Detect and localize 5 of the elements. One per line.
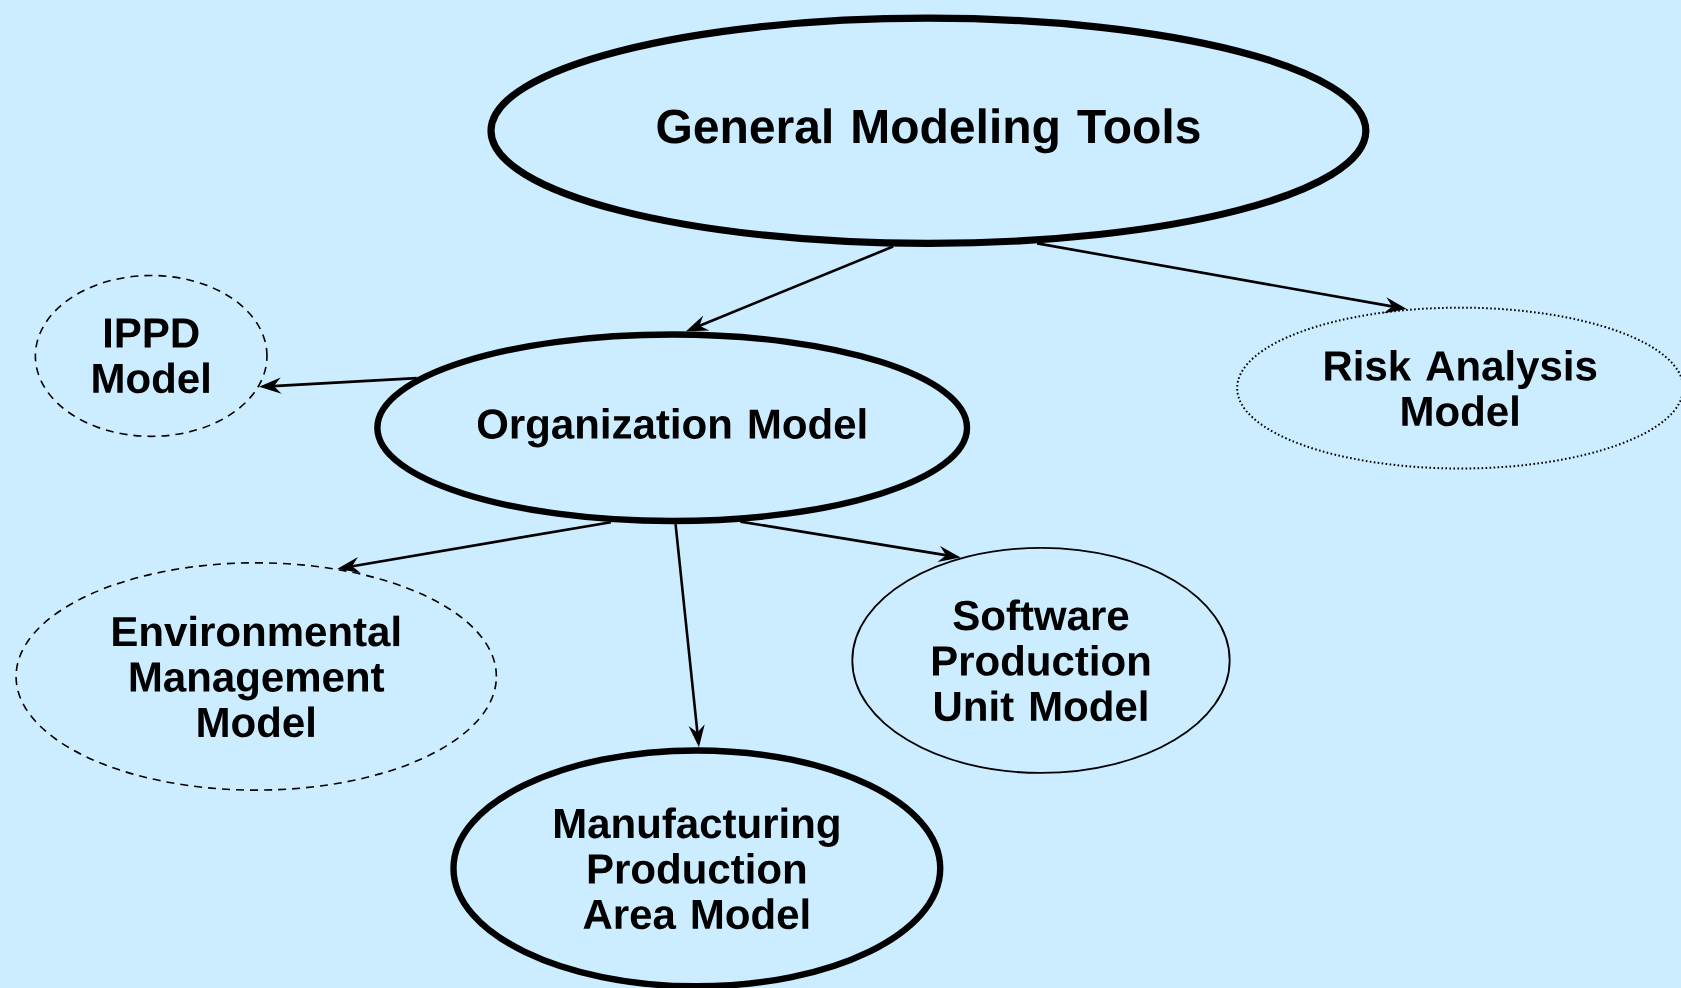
oval-node: IPPD Model [34,274,268,437]
oval-node: Software Production Unit Model [851,546,1231,774]
oval-node: Environmental Management Model [15,561,498,791]
oval-node: General Modeling Tools [487,14,1370,247]
oval-node: Organization Model [374,331,971,524]
